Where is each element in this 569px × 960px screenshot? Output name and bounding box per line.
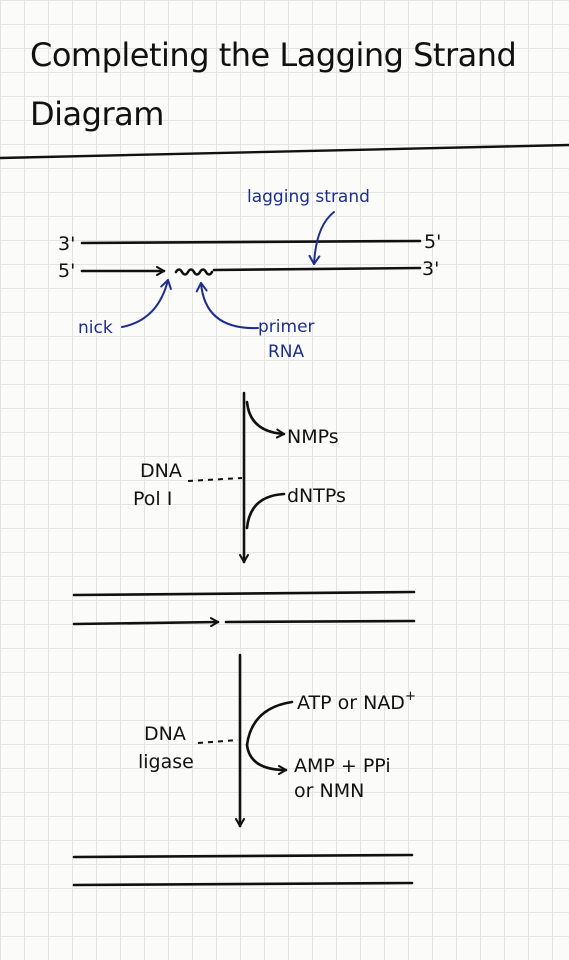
lagging-strand-label: lagging strand (247, 187, 370, 207)
label-5prime-bottom-left: 5' (58, 260, 75, 282)
title-underline (0, 143, 569, 160)
step2-product-line-1: AMP + PPi (294, 755, 391, 777)
intermediate-bottom-strand (224, 619, 416, 624)
final-top-strand (72, 853, 414, 859)
step1-dntps-label: dNTPs (287, 485, 346, 507)
step2-enzyme-connector (197, 739, 239, 744)
label-5prime-top-right: 5' (424, 231, 441, 253)
intermediate-new-dna-arrow (72, 617, 220, 628)
label-3prime-top-left: 3' (58, 233, 75, 255)
step1-enzyme-line-1: DNA (140, 460, 182, 482)
step2-atp-in-curve (245, 700, 294, 747)
step2-product-line-2: or NMN (294, 780, 364, 802)
step2-enzyme-line-1: DNA (144, 723, 186, 745)
template-strand-top (80, 239, 422, 245)
step1-nmps-out-arrow (245, 400, 286, 439)
step1-enzyme-line-2: Pol I (133, 488, 172, 510)
primer-pointer (195, 282, 259, 330)
step2-atp-superscript: + (405, 689, 416, 704)
final-bottom-strand (72, 881, 414, 887)
lagging-strand-pointer (308, 211, 335, 265)
rna-primer-squiggle (174, 268, 214, 276)
step2-amp-out-arrow (245, 743, 288, 775)
nick-label: nick (78, 318, 113, 338)
nick-pointer (121, 279, 172, 328)
step1-enzyme-connector (187, 477, 243, 482)
step1-nmps-label: NMPs (287, 426, 339, 448)
title-line-1: Completing the Lagging Strand (30, 36, 516, 74)
primer-label-line-1: primer (258, 317, 315, 337)
intermediate-top-strand (72, 590, 416, 597)
label-3prime-bottom-right: 3' (422, 258, 439, 280)
step1-dntps-in-curve (245, 492, 286, 530)
title-line-2: Diagram (30, 95, 164, 133)
step2-atp-label: ATP or NAD+ (297, 689, 416, 714)
step2-enzyme-line-2: ligase (138, 751, 194, 773)
step2-atp-text: ATP or NAD (297, 692, 405, 714)
primer-label-line-2: RNA (268, 342, 305, 362)
lagging-strand-line (212, 266, 422, 272)
